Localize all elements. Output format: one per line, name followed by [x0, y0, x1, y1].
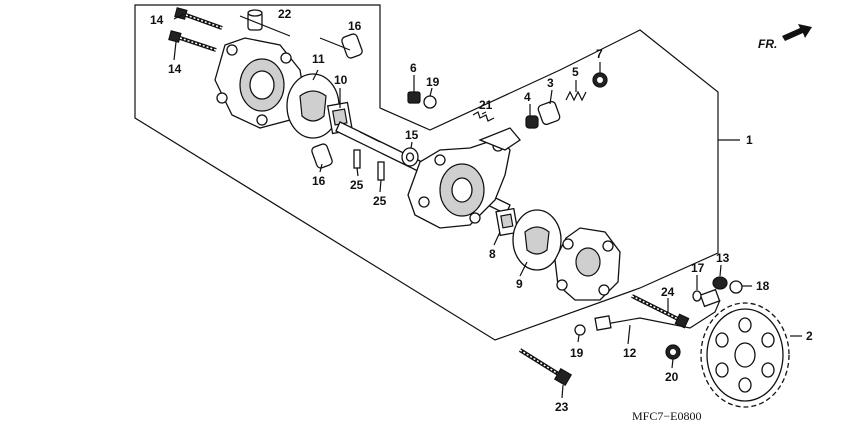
relief-valve-3	[537, 101, 561, 125]
callout-5: 5	[572, 65, 579, 79]
callout-8: 8	[489, 247, 496, 261]
callout-14b: 14	[168, 62, 182, 76]
callout-16b: 16	[312, 174, 326, 188]
nut-7	[592, 72, 608, 88]
callout-11: 11	[312, 52, 325, 66]
callout-14a: 14	[150, 13, 164, 27]
dowel-16-lower	[311, 143, 333, 169]
pin-25-upper	[353, 149, 361, 169]
washer-15	[401, 147, 419, 167]
seal-4	[525, 115, 539, 129]
callout-21: 21	[479, 98, 493, 112]
callout-24: 24	[661, 285, 675, 299]
callout-16a: 16	[348, 19, 362, 33]
pump-cover-front	[554, 227, 621, 301]
oring-19-upper	[423, 95, 437, 109]
assembly-boundary	[134, 4, 719, 341]
bolt-23	[518, 348, 573, 387]
callout-19a: 19	[426, 75, 440, 89]
callout-2: 2	[806, 329, 813, 343]
leader-22	[239, 15, 291, 37]
callout-13: 13	[716, 251, 730, 265]
nut-20	[665, 344, 681, 360]
oring-18	[729, 280, 743, 294]
bolt-14-upper	[174, 7, 223, 30]
leader-16a	[319, 37, 351, 51]
oring-17	[692, 290, 702, 302]
callout-1: 1	[746, 133, 753, 147]
callout-9: 9	[516, 277, 523, 291]
oring-19-lower	[574, 324, 586, 336]
callout-17: 17	[691, 261, 705, 275]
callout-25a: 25	[350, 178, 364, 192]
callout-23: 23	[555, 400, 569, 414]
callout-18: 18	[756, 279, 770, 293]
dowel-16-upper	[341, 33, 363, 59]
clip-21	[472, 111, 495, 122]
callout-20: 20	[665, 370, 679, 384]
callout-22: 22	[278, 7, 292, 21]
plug-6	[407, 91, 421, 104]
diagram-code: MFC7−E0800	[632, 409, 701, 423]
inner-rotor-8	[495, 207, 519, 237]
callout-3: 3	[547, 76, 554, 90]
callout-7: 7	[596, 47, 603, 61]
svg-text:FR.: FR.	[758, 37, 777, 51]
callout-15: 15	[405, 128, 419, 142]
outer-rotor-9	[512, 209, 562, 271]
callout-10: 10	[334, 73, 348, 87]
front-arrow-icon: FR.	[758, 24, 812, 51]
callout-25b: 25	[373, 194, 387, 208]
callout-4: 4	[524, 90, 531, 104]
spring-5	[565, 90, 587, 102]
bolt-24	[631, 294, 690, 329]
sprocket-2	[700, 302, 790, 408]
bolt-14-lower	[168, 30, 217, 52]
pump-cover-rear	[214, 37, 306, 129]
callout-19b: 19	[570, 346, 584, 360]
dowel-22	[247, 9, 263, 31]
leader-lines	[173, 13, 802, 399]
pump-body	[407, 127, 521, 229]
oil-pipe-12	[594, 288, 721, 331]
washer-13	[712, 276, 728, 290]
callout-12: 12	[623, 346, 637, 360]
pin-25-lower	[377, 161, 385, 181]
callout-6: 6	[410, 61, 417, 75]
